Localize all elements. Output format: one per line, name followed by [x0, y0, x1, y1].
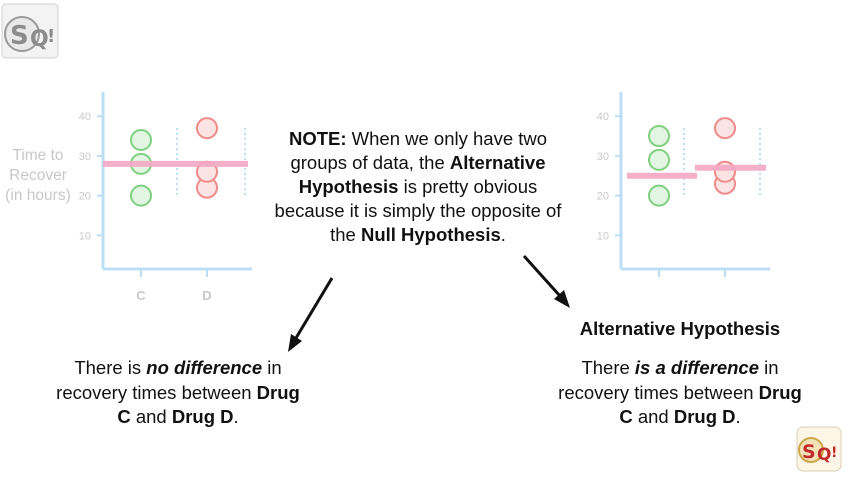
note-text-1: When we only have two groups of data, th…: [290, 128, 548, 173]
svg-text:Q: Q: [30, 27, 49, 52]
null-emphasis: no difference: [146, 357, 263, 378]
note-term-alternative: Alternative Hypothesis: [298, 152, 546, 197]
note-text: NOTE: When we only have two groups of da…: [268, 127, 568, 247]
alt-text-4: .: [735, 406, 741, 427]
alt-drug-c: Drug C: [619, 381, 802, 428]
arrow-to-alternative-title: [522, 254, 570, 308]
note-prefix: NOTE:: [288, 128, 347, 149]
svg-text:!: !: [47, 26, 55, 47]
alt-text-1: There: [581, 357, 635, 378]
x-tick-label: C: [136, 288, 146, 303]
null-text-4: .: [233, 406, 239, 427]
y-tick-label: 30: [79, 151, 91, 163]
svg-text:!: !: [831, 445, 837, 461]
point-group-c: [130, 129, 152, 152]
null-hypothesis-statement: There is no difference in recovery times…: [48, 356, 308, 430]
null-drug-c: Drug C: [117, 381, 300, 428]
note-text-2: is pretty obvious because it is simply t…: [274, 176, 562, 245]
y-tick-label: 30: [597, 151, 609, 163]
point-group-c: [648, 125, 670, 148]
point-group-c: [130, 184, 152, 207]
svg-text:S: S: [802, 441, 816, 463]
point-group-d: [196, 117, 218, 140]
svg-text:S: S: [10, 21, 29, 51]
right-plot: 10 20 30 40: [597, 92, 770, 277]
null-text-3: and: [130, 406, 172, 427]
y-tick-label: 20: [597, 191, 609, 203]
y-tick-label: 40: [597, 111, 609, 123]
alt-emphasis: is a difference: [634, 357, 759, 378]
point-group-c: [648, 148, 670, 171]
null-drug-d: Drug D: [171, 406, 234, 427]
null-text-1: There is: [74, 357, 147, 378]
alt-text-3: and: [632, 406, 674, 427]
note-term-null: Null Hypothesis: [360, 224, 501, 245]
point-group-d: [714, 117, 736, 140]
svg-text:Q: Q: [817, 445, 831, 465]
point-group-d: [714, 160, 736, 183]
alternative-hypothesis-title: Alternative Hypothesis: [579, 318, 781, 339]
y-tick-label: 20: [79, 191, 91, 203]
alt-drug-d: Drug D: [673, 406, 736, 427]
x-tick-label: D: [202, 288, 211, 303]
null-text-2: in recovery times between: [56, 357, 282, 403]
y-tick-label: 10: [79, 230, 91, 242]
y-tick-label: 40: [79, 111, 91, 123]
statquest-logo-icon: S Q !: [0, 0, 62, 67]
y-tick-label: 10: [597, 230, 609, 242]
y-axis-label: Time to Recover (in hours): [5, 147, 71, 204]
arrow-to-null-statement: [288, 277, 334, 352]
point-group-c: [648, 184, 670, 207]
alt-text-2: in recovery times between: [558, 357, 779, 403]
left-plot: 10 20 30 40C D: [79, 92, 252, 303]
note-text-3: .: [500, 224, 506, 245]
alternative-hypothesis-statement: There is a difference in recovery times …: [550, 356, 810, 430]
statquest-logo-small-icon: S Q !: [796, 426, 842, 477]
